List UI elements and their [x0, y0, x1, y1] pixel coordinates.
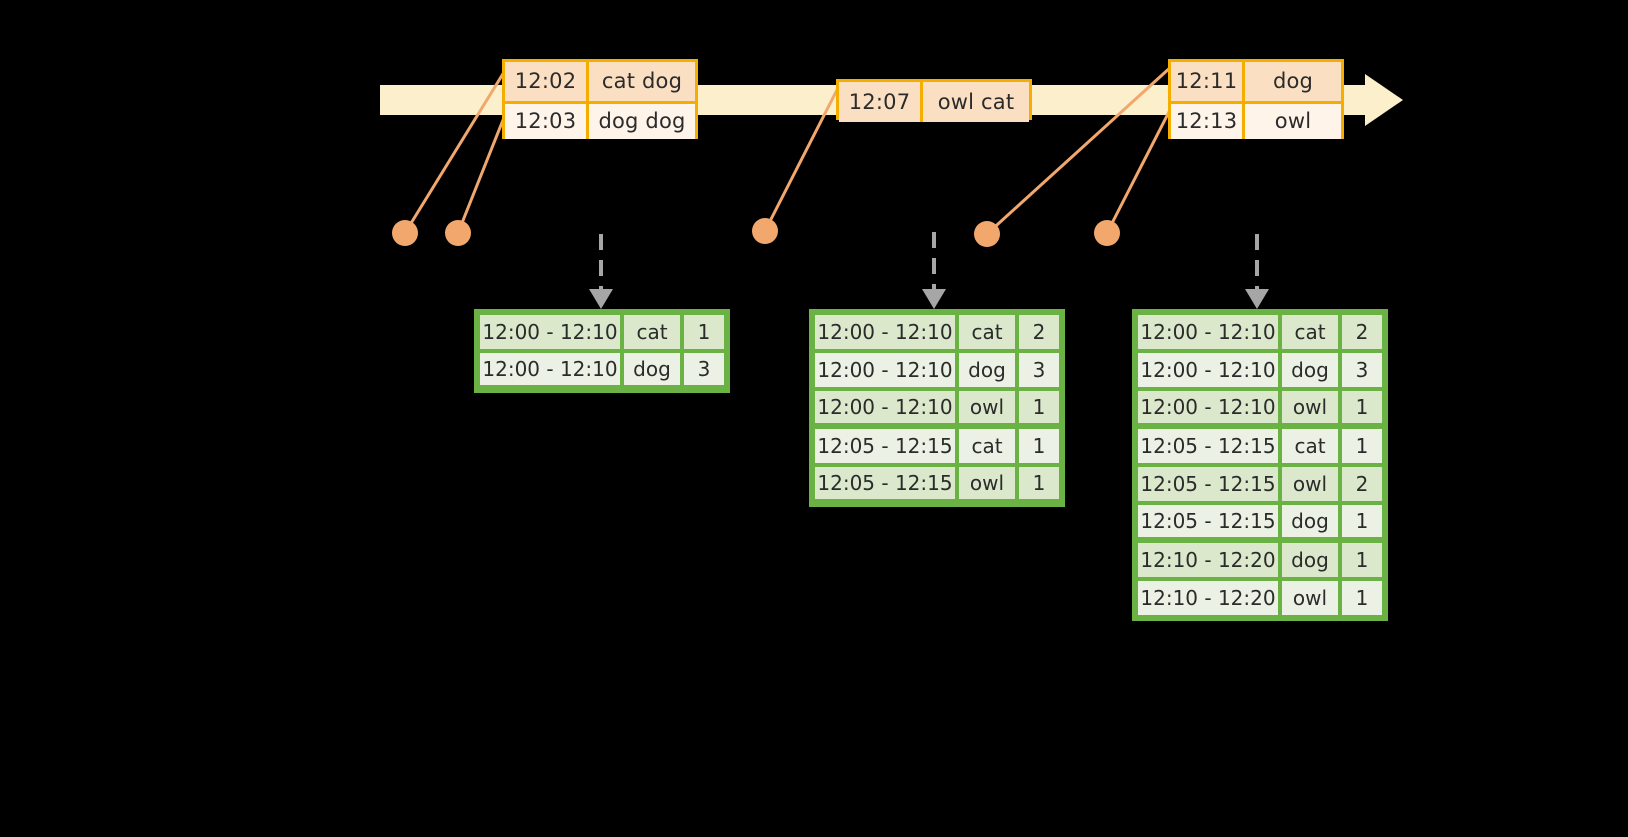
dashed-arrow-to-table-2-head [922, 289, 946, 309]
count-cell: 2 [1340, 313, 1384, 351]
event-timestamp: 12:03 [505, 103, 589, 139]
count-cell: 1 [682, 313, 726, 351]
word-cell: cat [1280, 427, 1340, 465]
event-timestamp: 12:02 [505, 62, 589, 101]
event-timestamp: 12:13 [1171, 103, 1245, 139]
window-range-cell: 12:00 - 12:10 [813, 313, 957, 351]
window-range-cell: 12:05 - 12:15 [813, 465, 957, 501]
count-cell: 1 [1340, 427, 1384, 465]
word-cell: dog [1280, 351, 1340, 389]
count-cell: 1 [1017, 427, 1061, 465]
dashed-arrow-to-table-1-head [589, 289, 613, 309]
window-range-cell: 12:00 - 12:10 [1136, 351, 1280, 389]
count-cell: 3 [682, 351, 726, 387]
word-cell: owl [1280, 465, 1340, 503]
window-range-cell: 12:05 - 12:15 [1136, 503, 1280, 539]
word-cell: dog [1280, 541, 1340, 579]
window-range-cell: 12:05 - 12:15 [1136, 427, 1280, 465]
event-words: cat dog [589, 62, 695, 101]
event-dot-5 [1094, 220, 1120, 246]
window-range-cell: 12:00 - 12:10 [478, 313, 622, 351]
event-timestamp: 12:11 [1171, 62, 1245, 101]
event-dot-1 [392, 220, 418, 246]
count-cell: 1 [1340, 389, 1384, 425]
connector-line-1 [403, 63, 511, 234]
word-cell: dog [957, 351, 1017, 389]
window-range-cell: 12:00 - 12:10 [1136, 313, 1280, 351]
window-range-cell: 12:05 - 12:15 [1136, 465, 1280, 503]
timeline-arrow-shaft [1344, 85, 1374, 115]
count-cell: 2 [1340, 465, 1384, 503]
word-cell: dog [622, 351, 682, 387]
event-timestamp: 12:07 [839, 82, 923, 122]
count-cell: 1 [1340, 541, 1384, 579]
word-cell: cat [622, 313, 682, 351]
count-cell: 2 [1017, 313, 1061, 351]
window-range-cell: 12:10 - 12:20 [1136, 579, 1280, 617]
word-cell: owl [1280, 389, 1340, 425]
window-range-cell: 12:05 - 12:15 [813, 427, 957, 465]
window-range-cell: 12:00 - 12:10 [1136, 389, 1280, 425]
connector-line-3 [763, 83, 842, 232]
word-cell: owl [1280, 579, 1340, 617]
count-cell: 1 [1340, 579, 1384, 617]
connector-line-5 [1105, 105, 1174, 234]
window-range-cell: 12:00 - 12:10 [813, 351, 957, 389]
window-range-cell: 12:10 - 12:20 [1136, 541, 1280, 579]
event-dot-2 [445, 220, 471, 246]
word-cell: cat [957, 313, 1017, 351]
count-cell: 1 [1017, 465, 1061, 501]
count-cell: 1 [1017, 389, 1061, 425]
dashed-arrow-to-table-3-head [1245, 289, 1269, 309]
event-dot-4 [974, 221, 1000, 247]
event-words: owl cat [923, 82, 1029, 122]
timeline-arrow-head [1365, 74, 1403, 126]
count-cell: 1 [1340, 503, 1384, 539]
word-cell: owl [957, 465, 1017, 501]
event-words: dog dog [589, 103, 695, 139]
word-cell: cat [957, 427, 1017, 465]
window-range-cell: 12:00 - 12:10 [478, 351, 622, 387]
event-words: dog [1245, 62, 1341, 101]
event-dot-3 [752, 218, 778, 244]
window-range-cell: 12:00 - 12:10 [813, 389, 957, 425]
count-cell: 3 [1017, 351, 1061, 389]
count-cell: 3 [1340, 351, 1384, 389]
word-cell: dog [1280, 503, 1340, 539]
event-words: owl [1245, 103, 1341, 139]
word-cell: cat [1280, 313, 1340, 351]
word-cell: owl [957, 389, 1017, 425]
